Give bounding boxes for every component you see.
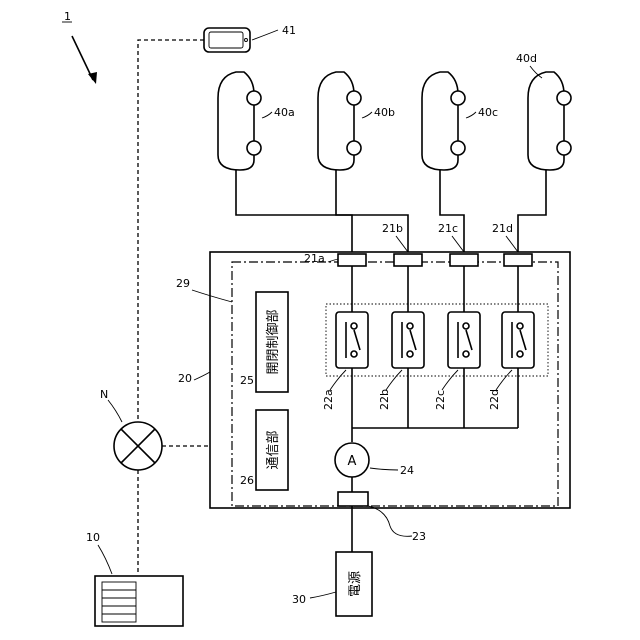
- server-icon: [95, 576, 183, 626]
- car-label-40d: 40d: [516, 52, 537, 65]
- comm-unit-text: 通信部: [266, 430, 281, 469]
- comm-unit-label: 26: [240, 474, 254, 487]
- relay-icon-22b: [392, 312, 424, 368]
- phone-label: 41: [282, 24, 296, 37]
- car-icon-40c: 40c: [422, 72, 498, 170]
- system-label: 1: [64, 10, 71, 23]
- relay-label-22b: 22b: [378, 389, 391, 410]
- car-label-40a: 40a: [274, 106, 295, 119]
- network-node-icon: [114, 422, 162, 470]
- cars-group: 40a 40b 40c 40d: [218, 52, 571, 170]
- server-leader: [98, 545, 112, 574]
- device-box-leader: [194, 372, 210, 380]
- connector-21d: [504, 254, 532, 266]
- connector-21b: [394, 254, 422, 266]
- power-source-text: 電源: [348, 571, 363, 597]
- relay-label-22c: 22c: [434, 390, 447, 410]
- power-source-leader: [310, 592, 336, 598]
- power-connector-leader: [368, 506, 412, 536]
- car-cables: [236, 170, 546, 254]
- system-arrow: [72, 36, 93, 80]
- car-icon-40d: 40d: [516, 52, 571, 170]
- phone-icon: [204, 28, 250, 52]
- relay-label-22d: 22d: [488, 389, 501, 410]
- car-icon-40a: 40a: [218, 72, 295, 170]
- switch-controller-text: 開閉制御部: [266, 309, 281, 374]
- power-connector: [338, 492, 368, 506]
- connector-leader-21d: [506, 236, 518, 252]
- relay-icon-22d: [502, 312, 534, 368]
- connector-label-21c: 21c: [438, 222, 458, 235]
- phone-network-link: [138, 40, 204, 420]
- switch-controller-label: 25: [240, 374, 254, 387]
- car-cable-40c: [440, 170, 464, 254]
- power-source-label: 30: [292, 593, 306, 606]
- connector-leader-21c: [452, 236, 464, 252]
- connector-21c: [450, 254, 478, 266]
- system-arrowhead: [88, 72, 97, 84]
- connector-label-21b: 21b: [382, 222, 403, 235]
- car-leader-40a: [262, 112, 272, 118]
- relay-icon-22c: [448, 312, 480, 368]
- phone-leader: [252, 30, 278, 40]
- car-leader-40c: [466, 112, 476, 118]
- car-cable-40a: [236, 170, 352, 254]
- server-label: 10: [86, 531, 100, 544]
- power-connector-label: 23: [412, 530, 426, 543]
- car-label-40b: 40b: [374, 106, 395, 119]
- device-box-label: 20: [178, 372, 192, 385]
- node-leader: [108, 400, 122, 422]
- car-leader-40b: [362, 112, 372, 118]
- relay-label-22a: 22a: [322, 389, 335, 410]
- car-cable-40d: [518, 170, 546, 254]
- ammeter-label: 24: [400, 464, 414, 477]
- car-icon-40b: 40b: [318, 72, 395, 170]
- connector-leader-21b: [396, 236, 408, 252]
- ammeter-symbol: A: [348, 454, 357, 469]
- connector-label-21a: 21a: [304, 252, 325, 265]
- relay-icon-22a: [336, 312, 368, 368]
- node-label: N: [100, 388, 108, 401]
- outline-29-label: 29: [176, 277, 190, 290]
- car-cable-40b: [336, 170, 408, 254]
- connector-21a: [338, 254, 366, 266]
- car-label-40c: 40c: [478, 106, 498, 119]
- connector-label-21d: 21d: [492, 222, 513, 235]
